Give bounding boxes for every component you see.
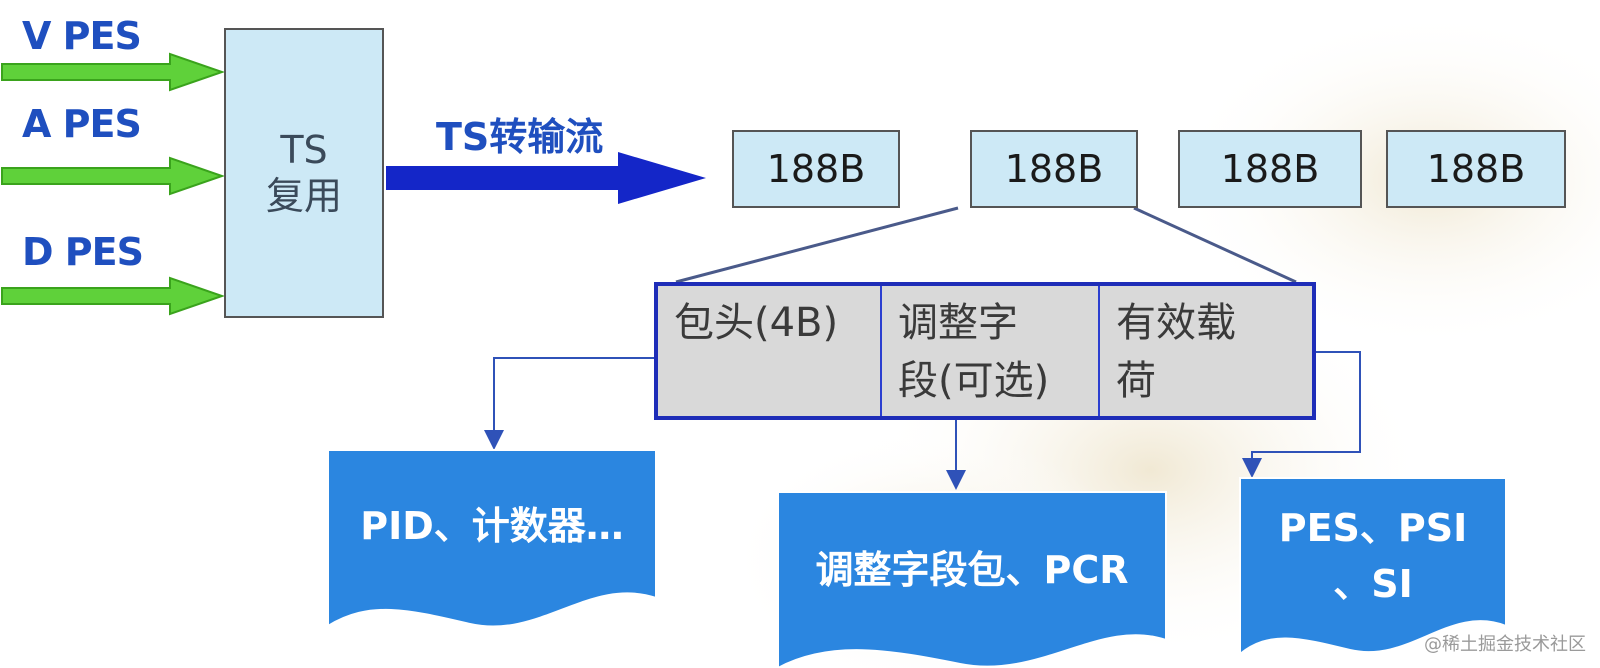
zoom-line-left	[675, 206, 959, 284]
output-2-line-1: 调整字段包、PCR	[815, 548, 1129, 592]
packet-2: 188B	[970, 130, 1138, 208]
zoom-line-right	[1133, 206, 1297, 284]
struct-header-line-1: 包头(4B)	[674, 300, 839, 346]
struct-payload-cell: 有效载 荷	[1098, 286, 1312, 416]
output-doc-2	[777, 491, 1167, 668]
mux-line-2: 复用	[265, 174, 342, 218]
input-label-a: A PES	[22, 102, 142, 146]
arrow-payload-to-pes	[1242, 351, 1361, 478]
struct-payload-line-1: 有效载	[1116, 300, 1236, 346]
input-arrow-v	[1, 52, 226, 92]
output-2-text: 调整字段包、PCR	[778, 542, 1166, 598]
ts-stream-arrow	[386, 152, 706, 204]
struct-payload-line-2: 荷	[1116, 358, 1156, 404]
input-arrow-a	[1, 156, 226, 196]
arrow-header-to-pid	[484, 357, 654, 450]
packet-structure: 包头(4B) 调整字 段(可选) 有效载 荷	[654, 282, 1316, 420]
packet-1: 188B	[732, 130, 900, 208]
watermark: @稀土掘金技术社区	[1424, 634, 1586, 655]
input-arrow-d	[1, 276, 226, 316]
output-3-text: PES、PSI 、SI	[1240, 500, 1506, 612]
output-doc-1	[327, 449, 657, 628]
struct-adaptation-cell: 调整字 段(可选)	[880, 286, 1098, 416]
struct-header-cell: 包头(4B)	[658, 286, 880, 416]
output-doc-3	[1239, 477, 1507, 657]
struct-adaptation-line-2: 段(可选)	[898, 358, 1050, 404]
packet-4: 188B	[1386, 130, 1566, 208]
ts-mux-box: TS 复用	[224, 28, 384, 318]
mux-line-1: TS	[280, 128, 328, 172]
input-label-d: D PES	[22, 230, 144, 274]
output-3-line-2: 、SI	[1333, 562, 1413, 606]
output-3-line-1: PES、PSI	[1278, 506, 1468, 550]
struct-adaptation-line-1: 调整字	[898, 300, 1018, 346]
input-label-v: V PES	[22, 14, 142, 58]
output-1-text: PID、计数器…	[328, 498, 656, 554]
output-1-line-1: PID、计数器…	[360, 504, 624, 548]
ts-stream-label: TS转输流	[436, 115, 604, 159]
packet-3: 188B	[1178, 130, 1362, 208]
